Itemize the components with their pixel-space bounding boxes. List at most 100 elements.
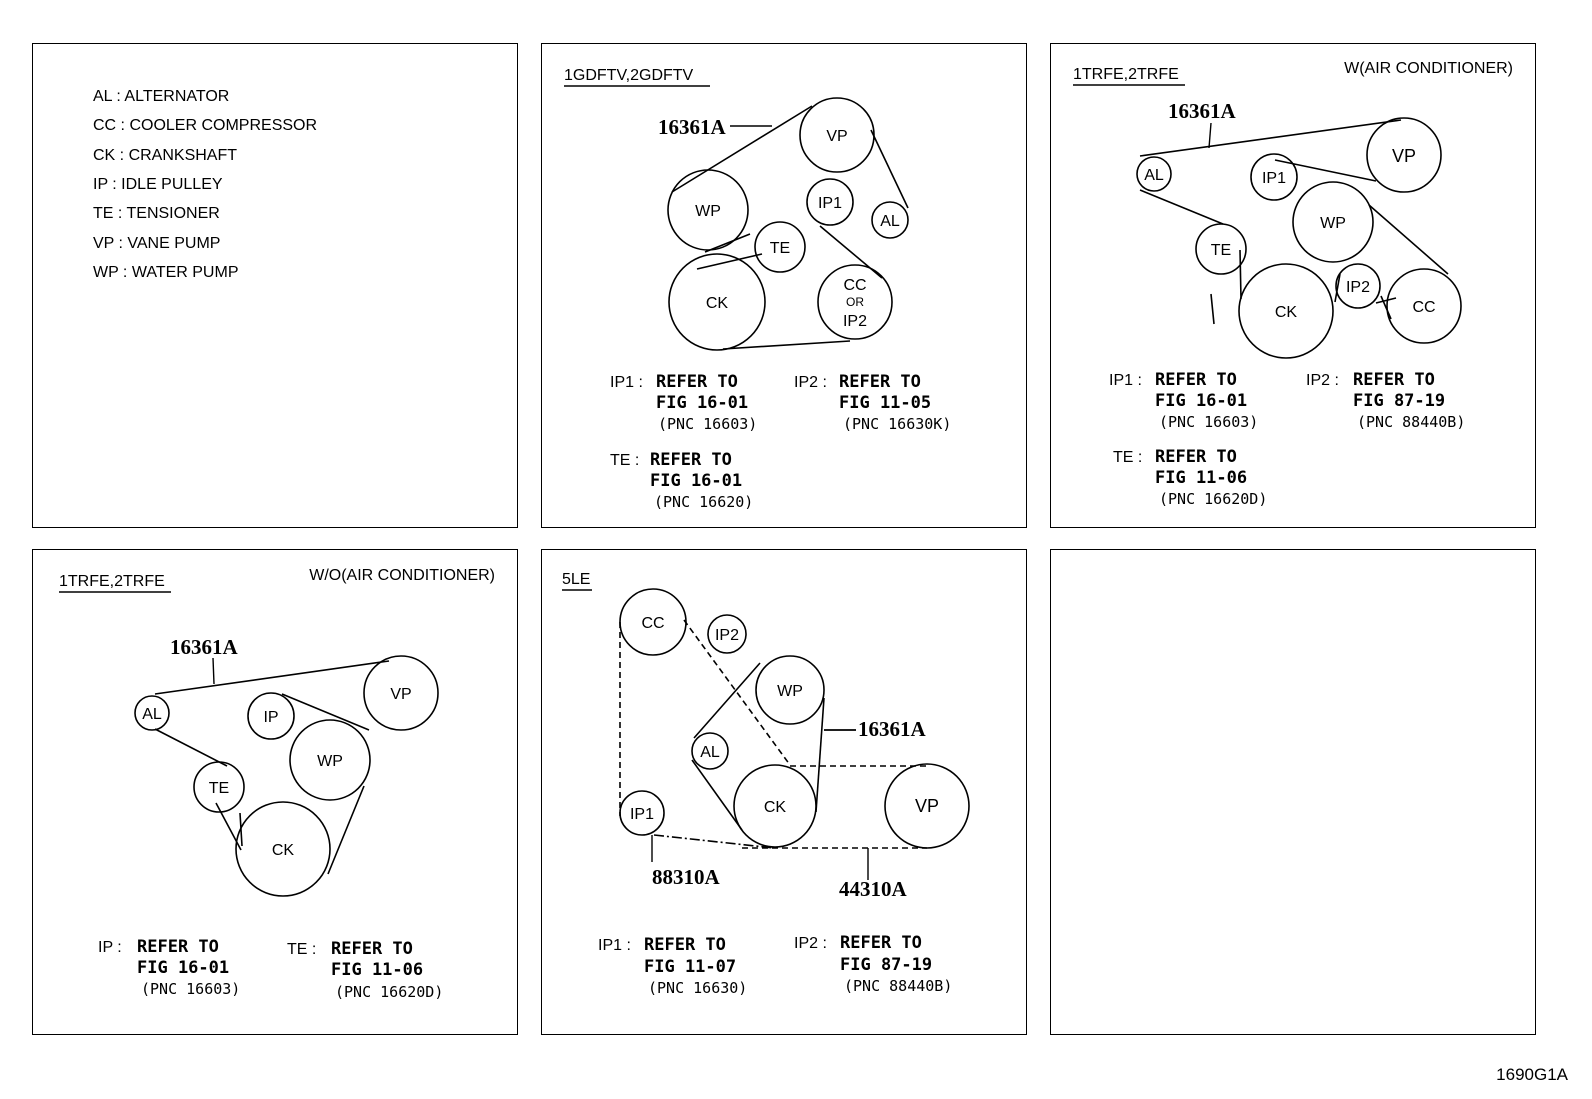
note-te-ref: REFER TO bbox=[1155, 447, 1237, 467]
note-ip1-pnc: (PNC 16603) bbox=[658, 415, 757, 433]
note-te-key: TE : bbox=[287, 941, 316, 958]
legend-item-vp: VP : VANE PUMP bbox=[93, 235, 220, 252]
legend-item-ck: CK : CRANKSHAFT bbox=[93, 147, 237, 164]
pulley-te-label: TE bbox=[1211, 242, 1231, 259]
note-ip1-key: IP1 : bbox=[1109, 372, 1142, 389]
pulley-ip1 bbox=[619, 790, 665, 836]
condition-label: W/O(AIR CONDITIONER) bbox=[309, 567, 495, 584]
pulley-te-label: TE bbox=[770, 240, 790, 257]
pulley-ck-label: CK bbox=[272, 842, 295, 859]
legend-item-cc: CC : COOLER COMPRESSOR bbox=[93, 117, 317, 134]
note-ip-ref: REFER TO bbox=[137, 937, 219, 957]
belt-diagram-5le: 5LE CC IP2 WP AL CK VP IP1 16361A bbox=[562, 571, 970, 997]
legend-item-wp: WP : WATER PUMP bbox=[93, 264, 238, 281]
part-number-belt: 16361A bbox=[658, 115, 727, 139]
pulley-cc bbox=[1386, 268, 1462, 344]
figure-code: 1690G1A bbox=[1496, 1065, 1568, 1084]
belt-diagram-1gdftv: 1GDFTV,2GDFTV VP WP IP1 AL TE CK CC OR I… bbox=[564, 67, 951, 511]
panel-1trfe-with-ac: 1TRFE,2TRFE W(AIR CONDITIONER) AL IP1 VP… bbox=[1050, 43, 1536, 528]
note-ip1-ref: REFER TO bbox=[1155, 370, 1237, 390]
note-ip1-pnc: (PNC 16630) bbox=[648, 979, 747, 997]
pulley-ip1-label: IP1 bbox=[818, 195, 842, 212]
note-te-pnc: (PNC 16620) bbox=[654, 493, 753, 511]
pulley-vp-label: VP bbox=[390, 686, 411, 703]
note-ip2-key: IP2 : bbox=[794, 935, 827, 952]
pulley-ip2 bbox=[1335, 263, 1381, 309]
part-number-vp-belt: 44310A bbox=[839, 877, 908, 901]
part-number-belt: 16361A bbox=[170, 635, 239, 659]
note-ip2-ref: REFER TO bbox=[840, 933, 922, 953]
pulley-vp bbox=[799, 97, 875, 173]
pulley-vp-label: VP bbox=[915, 796, 939, 816]
pulley-ck bbox=[668, 253, 766, 351]
pulley-cc-ip2 bbox=[817, 264, 893, 340]
legend-panel: AL : ALTERNATOR CC : COOLER COMPRESSOR C… bbox=[32, 43, 518, 528]
pulley-vp-label: VP bbox=[1392, 146, 1416, 166]
note-te-pnc: (PNC 16620D) bbox=[1159, 490, 1267, 508]
legend-item-ip: IP : IDLE PULLEY bbox=[93, 176, 223, 193]
note-ip1-fig: FIG 16-01 bbox=[1155, 391, 1247, 411]
note-ip2-pnc: (PNC 88440B) bbox=[1357, 413, 1465, 431]
pulley-te-label: TE bbox=[209, 780, 229, 797]
pulley-vp bbox=[1366, 117, 1442, 193]
note-te-key: TE : bbox=[1113, 449, 1142, 466]
pulley-ck bbox=[733, 764, 817, 848]
note-ip2-key: IP2 : bbox=[794, 374, 827, 391]
note-ip2-pnc: (PNC 16630K) bbox=[843, 415, 951, 433]
pulley-al bbox=[871, 201, 909, 239]
note-ip-fig: FIG 16-01 bbox=[137, 958, 229, 978]
note-te-ref: REFER TO bbox=[650, 450, 732, 470]
dashed-belts bbox=[619, 619, 927, 849]
pulley-te bbox=[754, 221, 806, 273]
pulley-ip1-label: IP1 bbox=[630, 806, 654, 823]
engine-header: 1TRFE,2TRFE bbox=[1073, 66, 1179, 83]
engine-header: 5LE bbox=[562, 571, 590, 588]
note-ip1-key: IP1 : bbox=[610, 374, 643, 391]
note-te-fig: FIG 16-01 bbox=[650, 471, 742, 491]
note-te-pnc: (PNC 16620D) bbox=[335, 983, 443, 1001]
note-ip1-pnc: (PNC 16603) bbox=[1159, 413, 1258, 431]
note-ip-pnc: (PNC 16603) bbox=[141, 980, 240, 998]
note-ip-key: IP : bbox=[98, 939, 122, 956]
pulley-wp bbox=[1292, 181, 1374, 263]
pulley-cc-label: CC bbox=[641, 615, 664, 632]
engine-header: 1GDFTV,2GDFTV bbox=[564, 67, 694, 84]
pulley-wp bbox=[289, 719, 371, 801]
note-ip1-fig: FIG 16-01 bbox=[656, 393, 748, 413]
part-number-belt: 16361A bbox=[1168, 99, 1237, 123]
belt-diagram-1trfe-without-ac: 1TRFE,2TRFE W/O(AIR CONDITIONER) AL IP V… bbox=[59, 567, 495, 1001]
note-ip1-ref: REFER TO bbox=[656, 372, 738, 392]
note-te-key: TE : bbox=[610, 452, 639, 469]
pulley-ip-label: IP bbox=[263, 709, 278, 726]
note-ip1-key: IP1 : bbox=[598, 937, 631, 954]
note-ip2-fig: FIG 87-19 bbox=[1353, 391, 1445, 411]
pulley-wp bbox=[667, 169, 749, 251]
legend-item-te: TE : TENSIONER bbox=[93, 205, 220, 222]
pulley-wp-label: WP bbox=[695, 203, 721, 220]
pulley-al-label: AL bbox=[700, 744, 720, 761]
pulley-al bbox=[134, 695, 170, 731]
belt-diagram-1trfe-with-ac: 1TRFE,2TRFE W(AIR CONDITIONER) AL IP1 VP… bbox=[1073, 60, 1513, 508]
pulley-wp-label: WP bbox=[1320, 215, 1346, 232]
legend-item-al: AL : ALTERNATOR bbox=[93, 88, 229, 105]
pulley-or-label: OR bbox=[846, 295, 864, 309]
pulley-cc bbox=[619, 588, 687, 656]
panel-5le: 5LE CC IP2 WP AL CK VP IP1 16361A bbox=[541, 549, 1027, 1035]
pulley-te bbox=[1195, 223, 1247, 275]
pulley-te bbox=[193, 761, 245, 813]
pulley-ck bbox=[235, 801, 331, 897]
note-te-ref: REFER TO bbox=[331, 939, 413, 959]
note-ip2-fig: FIG 87-19 bbox=[840, 955, 932, 975]
note-te-fig: FIG 11-06 bbox=[1155, 468, 1247, 488]
note-ip2-ref: REFER TO bbox=[839, 372, 921, 392]
note-ip2-key: IP2 : bbox=[1306, 372, 1339, 389]
pulley-al bbox=[1136, 156, 1172, 192]
pulley-ip2 bbox=[707, 614, 747, 654]
part-number-ip1-belt: 88310A bbox=[652, 865, 721, 889]
pulley-al-label: AL bbox=[1144, 167, 1164, 184]
pulley-ck bbox=[1238, 263, 1334, 359]
note-ip1-fig: FIG 11-07 bbox=[644, 957, 736, 977]
pulley-ip2-label: IP2 bbox=[715, 627, 739, 644]
pulley-cc-label: CC bbox=[1412, 299, 1435, 316]
pulley-wp bbox=[755, 655, 825, 725]
